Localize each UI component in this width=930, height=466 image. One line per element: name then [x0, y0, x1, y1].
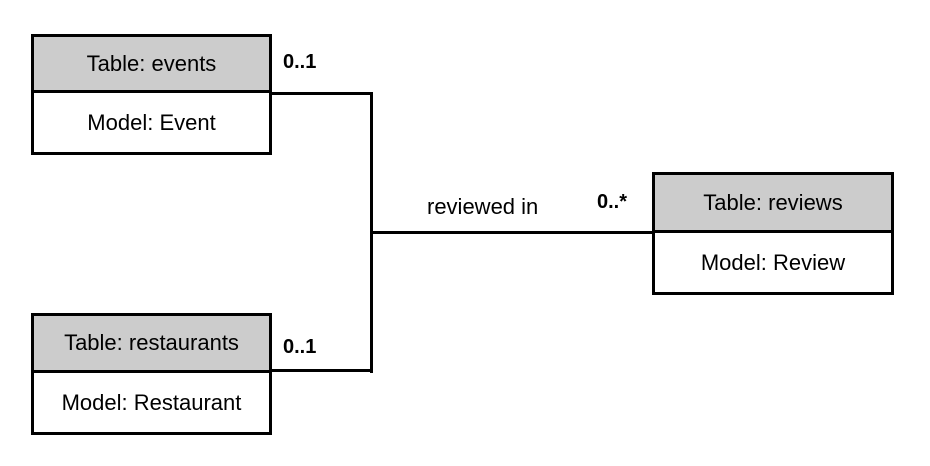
- entity-events-model-label: Model: Event: [87, 109, 216, 135]
- entity-reviews-table-header: Table: reviews: [655, 175, 891, 233]
- entity-events-model-body: Model: Event: [34, 93, 269, 152]
- entity-reviews-table-label: Table: reviews: [703, 189, 843, 215]
- cardinality-restaurants: 0..1: [283, 336, 317, 358]
- entity-reviews-model-body: Model: Review: [655, 233, 891, 292]
- entity-reviews: Table: reviews Model: Review: [652, 172, 894, 295]
- entity-restaurants: Table: restaurants Model: Restaurant: [31, 313, 272, 435]
- entity-events-table-label: Table: events: [86, 50, 217, 76]
- relationship-label: reviewed in: [427, 194, 539, 219]
- connector-restaurants-horizontal: [272, 369, 373, 372]
- entity-restaurants-model-label: Model: Restaurant: [61, 389, 242, 415]
- entity-events-table-header: Table: events: [34, 37, 269, 93]
- entity-reviews-model-label: Model: Review: [700, 249, 846, 275]
- entity-events: Table: events Model: Event: [31, 34, 272, 155]
- entity-restaurants-table-label: Table: restaurants: [64, 330, 239, 355]
- entity-restaurants-model-body: Model: Restaurant: [34, 373, 269, 432]
- cardinality-reviews: 0..*: [597, 191, 628, 213]
- connector-reviews-horizontal: [370, 231, 652, 234]
- entity-restaurants-table-header: Table: restaurants: [34, 316, 269, 373]
- connector-events-horizontal: [272, 92, 373, 95]
- cardinality-events: 0..1: [283, 51, 317, 73]
